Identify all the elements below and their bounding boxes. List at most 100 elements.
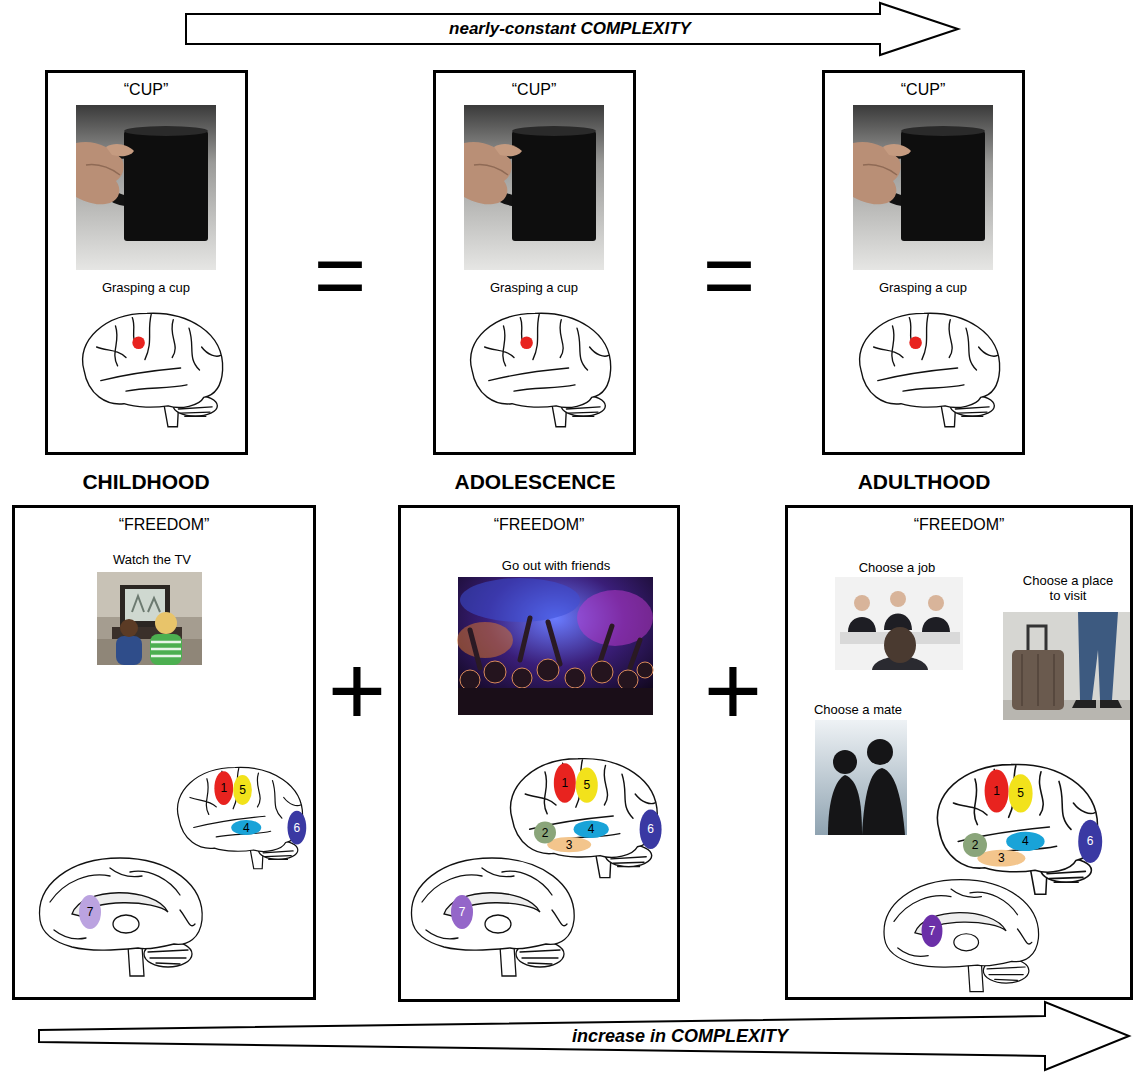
callout-number: 4 [243,822,250,834]
arrow-shape [39,1002,1129,1070]
callout-number: 4 [1022,835,1029,847]
photo-ground [1003,612,1131,720]
equals-sign: = [314,230,367,320]
stage-label: ADULTHOOD [858,471,991,492]
child-body [116,636,142,665]
brain-region [214,771,233,805]
photo-ground [835,577,963,670]
plus-sign: + [704,640,762,740]
arrow-caption: nearly-constant COMPLEXITY [449,19,691,39]
brain-figure [412,858,575,976]
callout-number: 5 [583,779,590,791]
arrow-caption: increase in COMPLEXITY [572,1026,788,1047]
crowd-head [618,670,638,690]
child-head [120,619,138,637]
crowd-head [460,670,480,690]
brain-figure [510,759,661,878]
cup-photo [76,105,216,270]
lateral-brain [510,759,657,878]
crowd-head [537,659,559,681]
callout-number: 1 [993,785,1000,797]
brain-region [963,833,987,857]
brain-figure [937,764,1102,894]
brain-region [233,775,252,805]
active-spot [909,337,922,350]
brain-region [547,837,591,852]
brain-figure [83,313,223,427]
stage-light [457,622,513,658]
travel-photo [1003,612,1131,720]
suitcase-handle [1028,626,1046,650]
silhouette [828,775,862,835]
arrow-wedge: increase in COMPLEXITY [35,998,1133,1074]
brain-region [977,850,1025,867]
child-body [150,634,182,665]
shirt-stripes [151,642,181,656]
child-head [155,612,177,634]
lateral-brain [83,313,223,427]
lateral-brain [937,764,1097,894]
callout-number: 6 [1087,835,1094,847]
crowd-head [565,668,585,688]
figure-head [928,595,944,611]
stage-label: CHILDHOOD [82,471,209,492]
concept-box: “CUP”Grasping a cup [433,70,636,455]
brain-region [1006,832,1044,851]
shoes [1072,700,1122,708]
concept-word: “FREEDOM” [494,516,585,534]
callout-number: 5 [1017,787,1024,799]
brain-region [288,811,307,845]
photo-ground [458,577,653,715]
medial-brain [40,858,203,976]
callout-number: 6 [294,822,301,834]
suitcase [1012,650,1064,710]
stage-label: ADOLESCENCE [454,471,615,492]
photo-caption: Choose a job [859,561,936,576]
callout-number: 4 [588,823,595,835]
brain-figure [471,313,611,427]
candidate-head [884,627,916,663]
crowd-head [591,661,613,683]
brain-figure [860,313,1000,427]
stage-light [460,578,580,622]
photo-caption: Go out with friends [502,559,610,574]
callout-number: 7 [929,925,936,937]
brain-figure [177,767,306,868]
concept-box: “FREEDOM”Choose a jobChoose a place to v… [785,505,1133,1000]
brain-region [640,809,662,849]
photo-ground [97,572,202,665]
brain-figure [884,880,1039,992]
crowd-head [484,661,506,683]
lateral-brain [471,313,611,427]
crowd-head [512,668,532,688]
callout-number: 3 [566,839,573,851]
cup-photo [464,105,604,270]
crowd [460,659,653,690]
photo-ground [815,720,907,835]
brain-region [534,822,556,844]
concept-word: “CUP” [124,81,168,99]
interview-photo [835,577,963,670]
arrow-outline [35,998,1133,1074]
concept-box: “CUP”Grasping a cup [45,70,248,455]
callout-number: 3 [998,852,1005,864]
brain-region [574,820,609,838]
brain-region [1078,820,1102,863]
callout-number: 1 [561,777,568,789]
medial-brain [412,858,575,976]
brain-region [576,768,598,803]
crowd-bodies [458,688,653,715]
party-photo [457,577,653,715]
plus-sign: + [328,640,386,740]
screen-figures [132,596,160,612]
brain-region [231,820,261,835]
brain-region [1009,774,1033,812]
figure-head [854,595,870,611]
stage-light [577,590,653,646]
concept-word: “FREEDOM” [119,516,210,534]
silhouette [862,768,905,835]
callout-number: 6 [647,823,654,835]
